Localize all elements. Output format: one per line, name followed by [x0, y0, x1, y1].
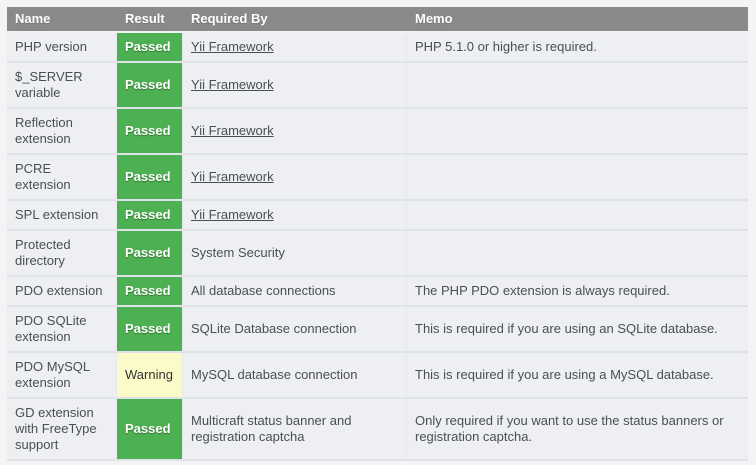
requirement-name: PDO MySQL extension — [7, 353, 117, 399]
required-by: Yii Framework — [183, 109, 407, 155]
table-row: Protected directory Passed System Securi… — [7, 231, 748, 277]
result-badge-passed: Passed — [117, 33, 183, 63]
required-by: Yii Framework — [183, 63, 407, 109]
memo-text: This is required if you are using a MySQ… — [407, 353, 748, 399]
required-by: All database connections — [183, 277, 407, 307]
requirement-name: $_SERVER variable — [7, 63, 117, 109]
memo-text — [407, 109, 748, 155]
yii-framework-link[interactable]: Yii Framework — [191, 39, 274, 54]
column-header-memo: Memo — [407, 7, 748, 33]
required-by: Multicraft status banner and registratio… — [183, 399, 407, 461]
yii-framework-link[interactable]: Yii Framework — [191, 207, 274, 222]
requirement-name: PCRE extension — [7, 155, 117, 201]
table-row: PDO MySQL extension Warning MySQL databa… — [7, 353, 748, 399]
required-by: System Security — [183, 231, 407, 277]
result-badge-passed: Passed — [117, 155, 183, 201]
table-row: PDO SQLite extension Passed SQLite Datab… — [7, 307, 748, 353]
yii-framework-link[interactable]: Yii Framework — [191, 123, 274, 138]
memo-text — [407, 155, 748, 201]
requirement-name: GD extension with FreeType support — [7, 399, 117, 461]
table-row: GD extension with FreeType support Passe… — [7, 399, 748, 461]
memo-text: Only required if you want to use the sta… — [407, 399, 748, 461]
requirement-name: SPL extension — [7, 201, 117, 231]
column-header-required-by: Required By — [183, 7, 407, 33]
memo-text: PHP 5.1.0 or higher is required. — [407, 33, 748, 63]
table-row: SPL extension Passed Yii Framework — [7, 201, 748, 231]
requirement-name: Reflection extension — [7, 109, 117, 155]
required-by: Yii Framework — [183, 33, 407, 63]
yii-framework-link[interactable]: Yii Framework — [191, 77, 274, 92]
table-row: $_SERVER variable Passed Yii Framework — [7, 63, 748, 109]
result-badge-passed: Passed — [117, 63, 183, 109]
memo-text — [407, 201, 748, 231]
result-badge-passed: Passed — [117, 307, 183, 353]
memo-text — [407, 63, 748, 109]
table-row: PDO extension Passed All database connec… — [7, 277, 748, 307]
memo-text — [407, 231, 748, 277]
column-header-result: Result — [117, 7, 183, 33]
requirements-table: Name Result Required By Memo PHP version… — [7, 7, 748, 461]
column-header-name: Name — [7, 7, 117, 33]
requirement-name: PDO SQLite extension — [7, 307, 117, 353]
table-header-row: Name Result Required By Memo — [7, 7, 748, 33]
table-row: Reflection extension Passed Yii Framewor… — [7, 109, 748, 155]
result-badge-warning: Warning — [117, 353, 183, 399]
requirement-name: Protected directory — [7, 231, 117, 277]
result-badge-passed: Passed — [117, 277, 183, 307]
table-row: PCRE extension Passed Yii Framework — [7, 155, 748, 201]
requirement-name: PHP version — [7, 33, 117, 63]
memo-text: This is required if you are using an SQL… — [407, 307, 748, 353]
required-by: Yii Framework — [183, 201, 407, 231]
result-badge-passed: Passed — [117, 399, 183, 461]
yii-framework-link[interactable]: Yii Framework — [191, 169, 274, 184]
requirement-name: PDO extension — [7, 277, 117, 307]
required-by: MySQL database connection — [183, 353, 407, 399]
result-badge-passed: Passed — [117, 109, 183, 155]
memo-text: The PHP PDO extension is always required… — [407, 277, 748, 307]
table-row: PHP version Passed Yii Framework PHP 5.1… — [7, 33, 748, 63]
result-badge-passed: Passed — [117, 231, 183, 277]
result-badge-passed: Passed — [117, 201, 183, 231]
required-by: Yii Framework — [183, 155, 407, 201]
required-by: SQLite Database connection — [183, 307, 407, 353]
